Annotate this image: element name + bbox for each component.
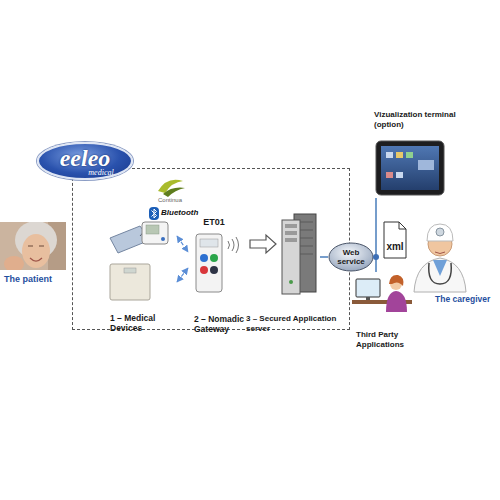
caregiver-avatar bbox=[414, 224, 466, 292]
document-shape bbox=[384, 222, 406, 258]
logo-label: Continua bbox=[146, 197, 194, 204]
service-label: Web service bbox=[331, 248, 371, 266]
third-party-workstation bbox=[352, 275, 412, 312]
step-label: 3 – Secured Application server bbox=[246, 314, 346, 333]
blood-pressure-monitor bbox=[110, 222, 168, 253]
caregiver-box: The caregiver bbox=[405, 222, 497, 310]
tablet bbox=[376, 141, 444, 195]
bluetooth-link bbox=[177, 268, 188, 282]
brand-name: eeleo bbox=[39, 146, 131, 171]
terminal-label: Vizualization terminal (option) bbox=[374, 110, 462, 129]
web-service-ellipse: Web service bbox=[328, 242, 374, 272]
document-outline bbox=[383, 221, 407, 259]
brand-tagline: medical bbox=[79, 168, 123, 178]
document-fold bbox=[399, 222, 406, 229]
network-line bbox=[320, 256, 328, 258]
network-line bbox=[374, 257, 376, 272]
patient-photo bbox=[0, 222, 66, 270]
radio-waves bbox=[228, 237, 239, 253]
format-label: xml bbox=[383, 241, 407, 253]
bluetooth-link bbox=[177, 236, 188, 252]
logo-label: Bluetooth bbox=[161, 208, 207, 218]
app-label: Third Party Applications bbox=[356, 330, 430, 349]
patient-box: The patient bbox=[0, 220, 70, 290]
step-label: 1 – Medical Devices bbox=[110, 313, 170, 333]
continua-logo bbox=[158, 180, 185, 197]
caregiver-label: The caregiver bbox=[435, 294, 499, 304]
device-group: 1 – Medical Devices bbox=[105, 212, 177, 340]
xml-document: xml bbox=[383, 221, 407, 259]
network-line bbox=[374, 198, 376, 257]
device-name: ET01 bbox=[192, 217, 236, 228]
third-party-box: Third Party Applications bbox=[350, 272, 434, 348]
transfer-arrow bbox=[250, 235, 276, 253]
connector-group bbox=[177, 198, 376, 282]
logo-badge: eeleomedical bbox=[37, 142, 133, 180]
ellipse-shape bbox=[329, 243, 373, 271]
server-tower bbox=[282, 214, 316, 294]
server-box: 3 – Secured Application server bbox=[276, 208, 320, 336]
weighing-scale bbox=[110, 264, 150, 300]
bluetooth-logo bbox=[149, 207, 159, 220]
gateway-box: ET01 2 – Nomadic Gateway bbox=[188, 216, 250, 336]
step-label: 2 – Nomadic Gateway bbox=[194, 314, 250, 334]
junction-dot bbox=[373, 254, 379, 260]
terminal-box: Vizualization terminal (option) bbox=[370, 108, 464, 198]
gateway-device bbox=[196, 234, 222, 292]
system-boundary: 1 – Medical DevicesET012 – Nomadic Gatew… bbox=[72, 168, 350, 330]
patient-label: The patient bbox=[4, 274, 68, 285]
